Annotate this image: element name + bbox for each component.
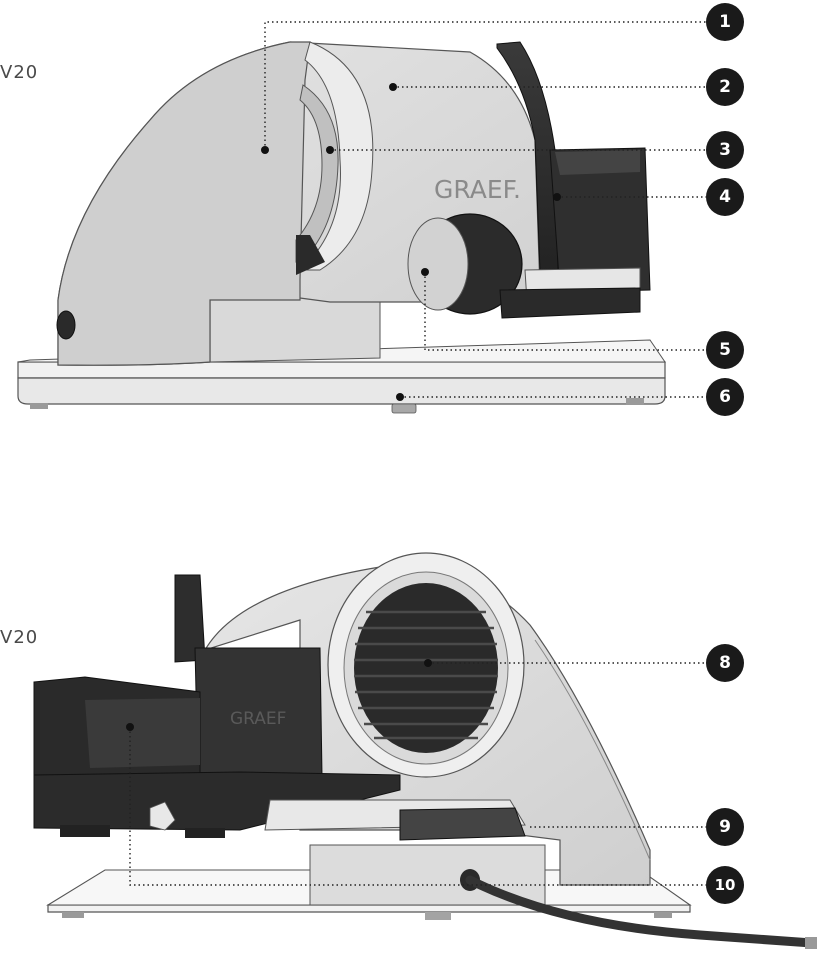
callout-4: 4 (706, 178, 744, 216)
callout-2: 2 (706, 68, 744, 106)
carriage-base-top (500, 288, 640, 318)
base-plate-edge-top (18, 378, 665, 404)
switch-button-top (57, 311, 75, 339)
cord-plug (805, 937, 817, 949)
carriage-foot-left (60, 825, 110, 837)
top-slicer: GRAEF. (18, 42, 665, 413)
food-tray-inner (85, 698, 200, 768)
brand-logo-bottom: GRAEF (230, 709, 286, 729)
foot-left-bottom (62, 912, 84, 918)
foot-right-bottom (654, 912, 672, 918)
foot-front-top (392, 404, 416, 413)
callout-6: 6 (706, 378, 744, 416)
foot-left-top (30, 403, 48, 409)
callout-5: 5 (706, 331, 744, 369)
callout-10: 10 (706, 866, 744, 904)
callout-3: 3 (706, 131, 744, 169)
bottom-slicer: GRAEF (34, 553, 817, 949)
thickness-dial-face (408, 218, 468, 310)
blade-disc (354, 583, 498, 753)
callout-9: 9 (706, 808, 744, 846)
foot-front-bottom (425, 912, 451, 920)
foot-right-top (626, 398, 644, 405)
carriage-foot-right (185, 828, 225, 838)
callout-1: 1 (706, 3, 744, 41)
base-plate-edge-bottom (48, 905, 690, 912)
sliding-table-dark (400, 808, 525, 840)
carriage-handle-top (555, 150, 640, 175)
brand-logo-top: GRAEF. (434, 175, 521, 204)
callout-8: 8 (706, 644, 744, 682)
